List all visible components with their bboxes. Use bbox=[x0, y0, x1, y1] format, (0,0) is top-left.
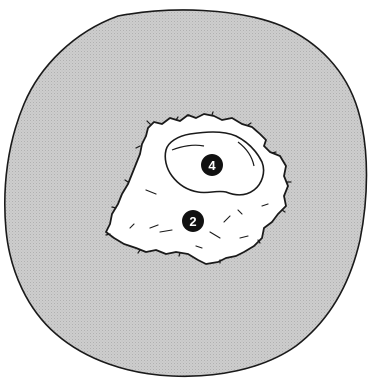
callout-4-badge: 4 bbox=[201, 154, 223, 176]
callout-2-label: 2 bbox=[189, 214, 196, 229]
callout-4-label: 4 bbox=[208, 158, 216, 173]
callout-2-badge: 2 bbox=[182, 210, 204, 232]
